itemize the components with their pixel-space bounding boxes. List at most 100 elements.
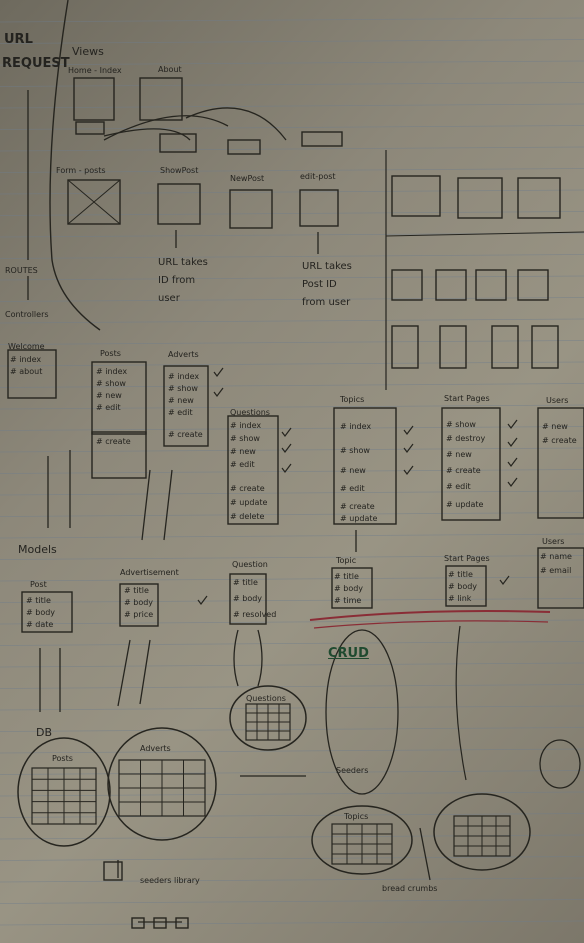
checkmark [197,595,208,605]
view-page-box [391,269,423,301]
flow-arrow [139,639,151,705]
controller-action: # destroy [446,434,486,443]
ruled-line [0,533,584,539]
model-box [119,583,159,627]
ruled-line [0,146,584,152]
model-field: # title [334,572,359,581]
ruled-line [0,39,584,44]
ruled-line [0,125,584,130]
controller-box [7,349,57,399]
checkmark [403,465,414,475]
model-field: # resolved [233,610,277,619]
db-table-blob [433,793,531,871]
views-divider [385,231,584,237]
controller-action: # index [230,421,262,430]
model-field: # price [124,610,154,619]
model-field: # email [540,566,572,575]
view-page-box-cross [67,179,121,225]
ruled-line [0,899,584,904]
ruled-line [0,211,584,216]
controller-action: # edit [96,403,121,412]
ruled-line [0,275,584,281]
controller-action: # index [340,422,372,431]
controller-box [91,431,147,479]
model-field: # date [26,620,54,629]
ruled-line [0,748,584,754]
ruled-line [0,82,584,87]
controller-action: # edit [340,484,365,493]
model-field: # title [26,596,51,605]
view-page-box [439,325,467,369]
bottom-box [153,917,167,929]
view-page-label: NewPost [230,174,265,183]
checkmark [403,443,414,453]
controller-title: Start Pages [444,394,490,403]
db-table-title: Adverts [140,744,171,753]
controller-action: # show [446,420,476,429]
db-table-blob [17,737,111,847]
controller-title: Adverts [168,350,199,359]
flow-arrow [117,639,131,707]
view-page-box [457,177,503,219]
routes-label: ROUTES [5,266,38,275]
view-page-box [139,77,183,121]
controller-action: # update [340,514,378,523]
ruled-line [0,189,584,195]
controller-box [537,407,584,519]
controller-action: # create [168,430,203,439]
ruled-line [0,168,584,173]
checkmark [507,457,518,467]
bottom-box [131,917,145,929]
crud-arrow [455,625,467,781]
model-title: Start Pages [444,554,490,563]
controller-action: # new [340,466,366,475]
show-post-note-line: user [158,293,180,304]
model-field: # name [540,552,572,561]
model-field: # body [233,594,263,603]
url-request-line2: REQUEST [2,56,70,71]
controller-action: # about [10,367,43,376]
view-page-box [491,325,519,369]
flow-arrow [163,469,173,541]
db-table-title: Questions [246,694,286,703]
checkmark [507,419,518,429]
view-page-box [391,175,441,217]
controller-box [163,365,209,447]
ruled-line [0,727,584,732]
models-label: Models [18,543,57,556]
model-field: # time [334,596,362,605]
controller-title: Welcome [8,342,45,351]
controller-action: # index [10,355,42,364]
controller-action: # create [96,437,131,446]
ruled-line [0,17,584,23]
controller-title: Questions [230,408,270,417]
ruled-line [0,447,584,453]
checkmark [403,425,414,435]
ruled-line [0,297,584,302]
db-table-blob [107,727,217,841]
crud-label: CRUD [328,646,369,661]
model-box [229,573,267,625]
controller-action: # edit [230,460,255,469]
ruled-line [0,576,584,582]
checkmark [213,387,224,397]
model-field: # title [124,586,149,595]
db-table-title: Posts [52,754,73,763]
view-page-box [531,325,559,369]
controller-action: # new [230,447,256,456]
db-table-blob [539,739,581,789]
controller-box [333,407,397,525]
model-title: Question [232,560,268,569]
view-page-box [475,269,507,301]
ruled-line [0,426,584,431]
url-request-line1: URL [4,32,33,47]
ruled-line [0,856,584,861]
controller-action: # show [230,434,260,443]
controller-box [227,415,279,525]
nav-tab-box [159,133,197,153]
nav-tab-box [75,121,105,135]
controller-action: # index [168,372,200,381]
model-title: Topic [336,556,357,565]
controller-action: # create [340,502,375,511]
ruled-line [0,318,584,324]
